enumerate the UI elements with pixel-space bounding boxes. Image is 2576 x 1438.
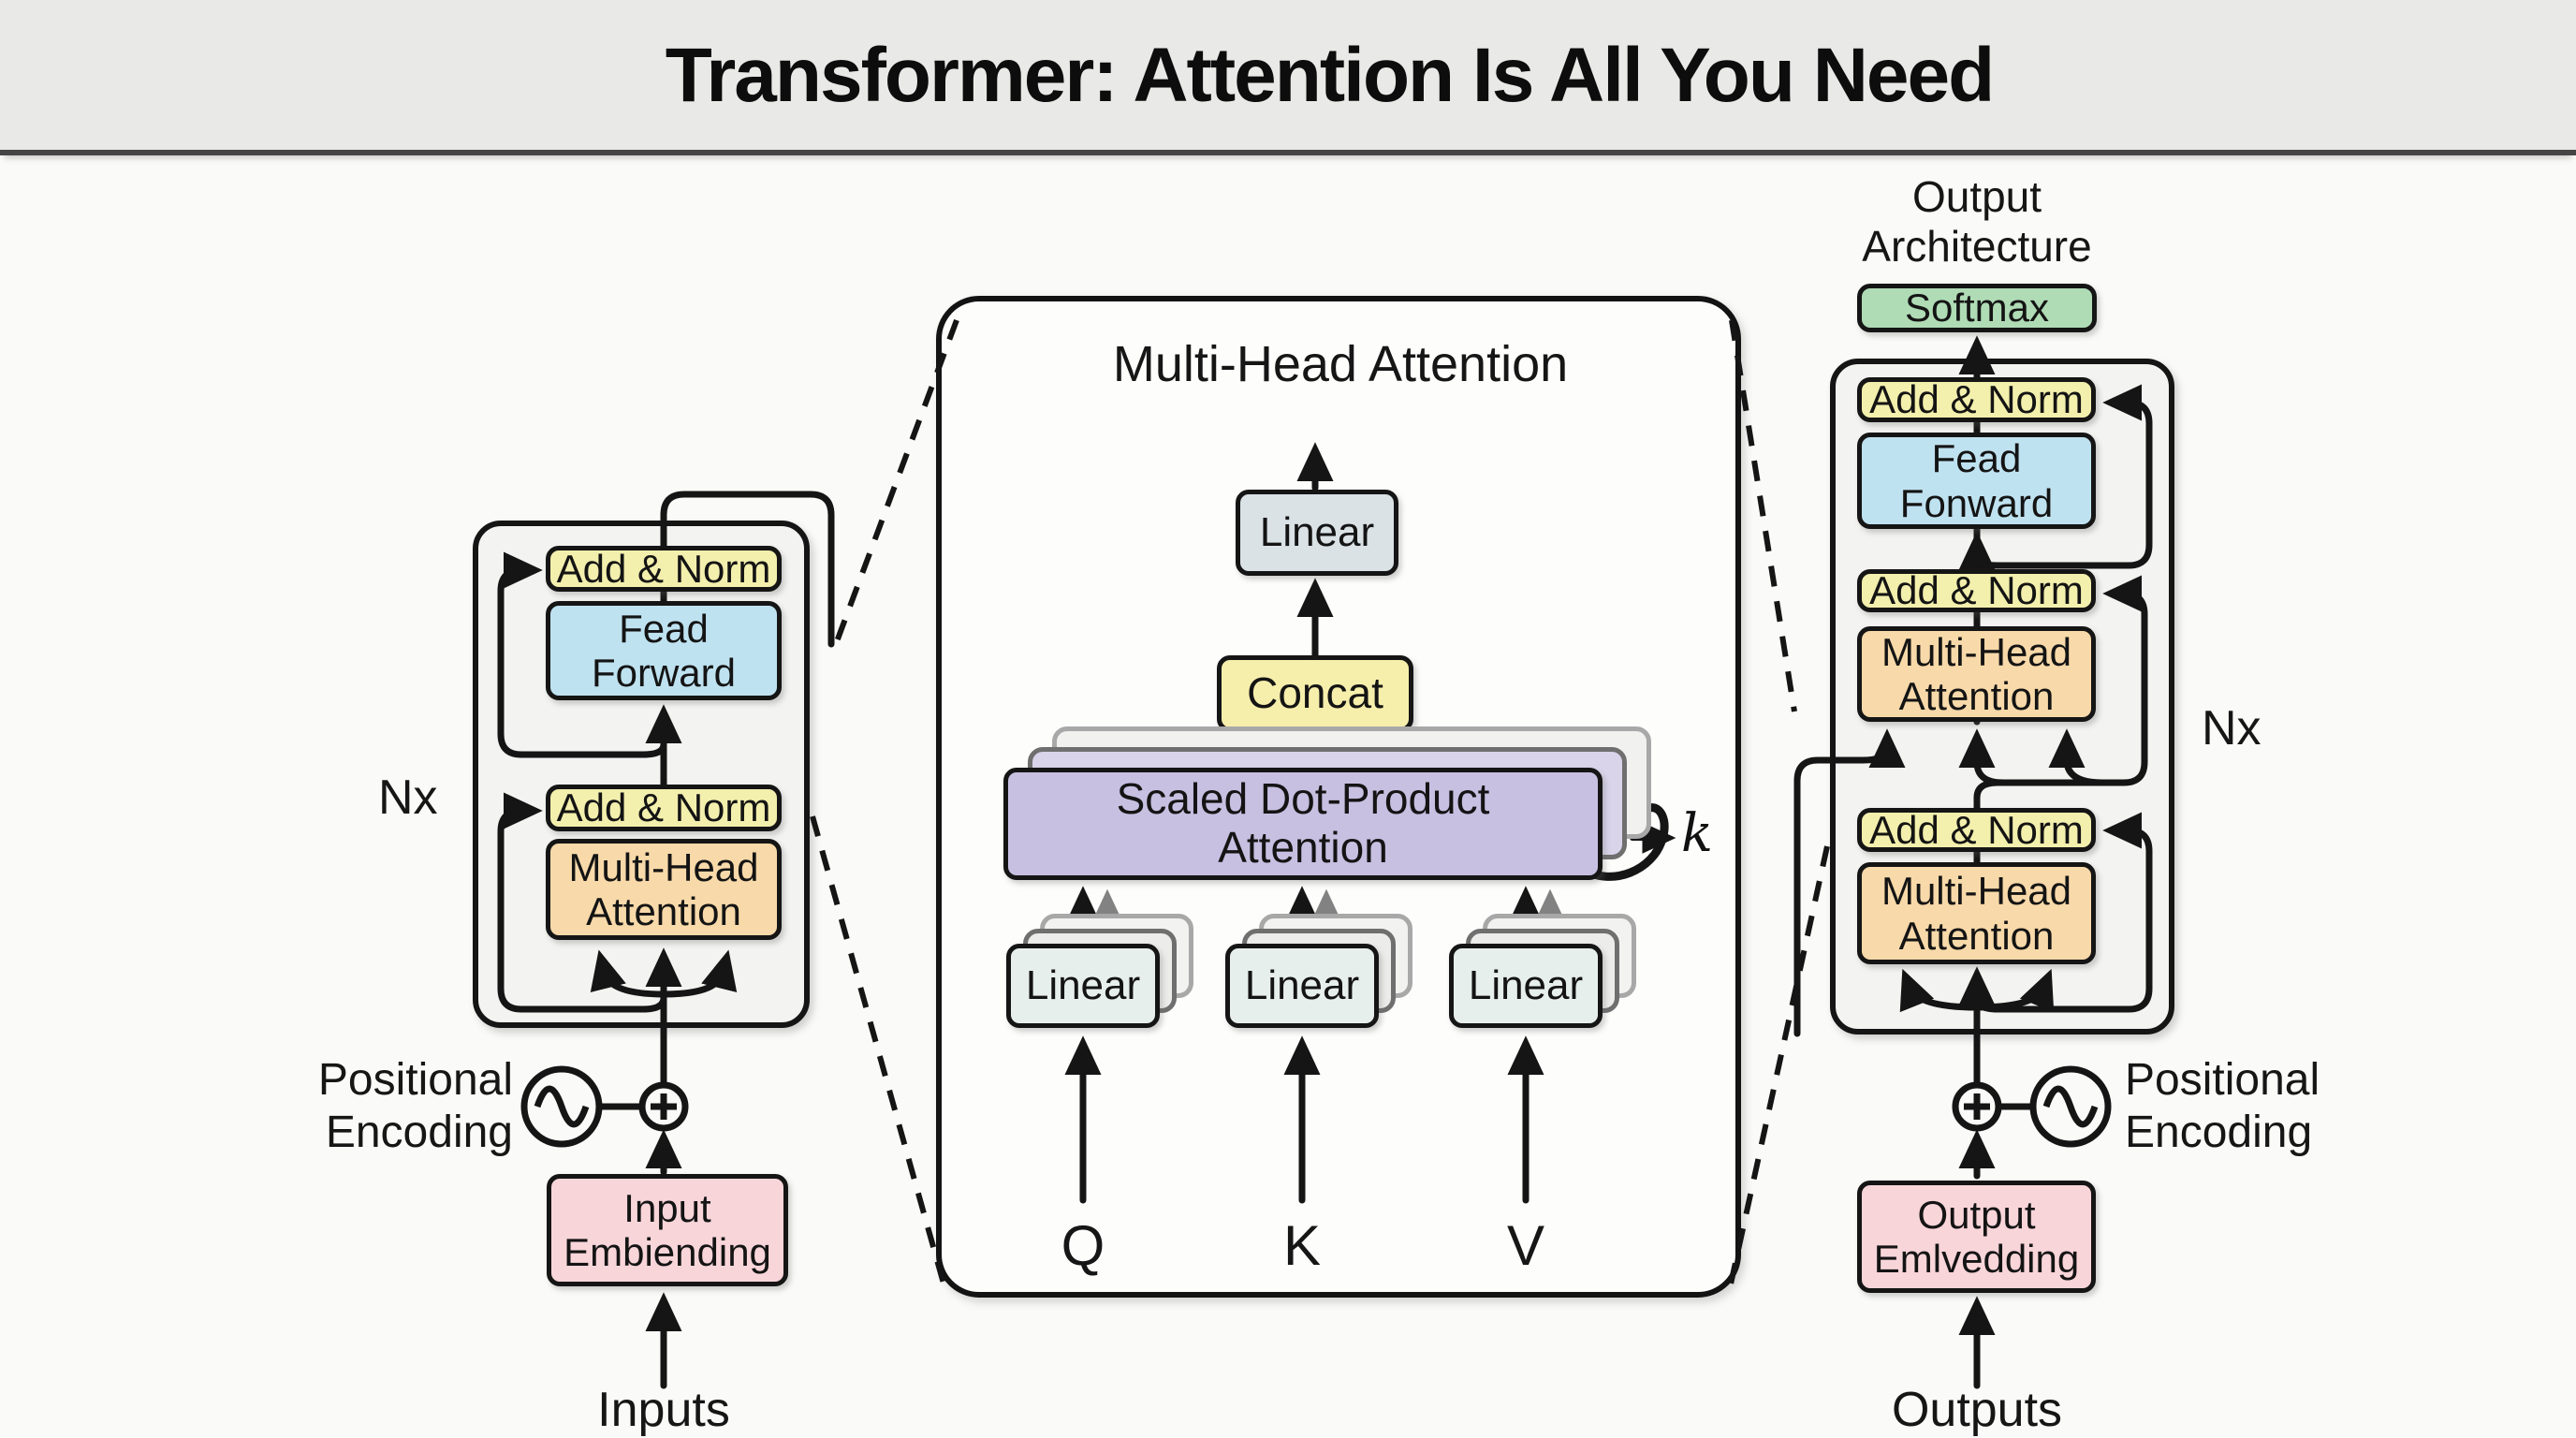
linear-k: Linear (1225, 944, 1379, 1028)
sine-wave-icon (2029, 1065, 2112, 1148)
sine-wave-icon (520, 1065, 603, 1148)
encoder-block (473, 521, 810, 1028)
panel-linear-out: Linear (1236, 490, 1398, 576)
encoder-multi-head-attention: Multi-Head Attention (546, 839, 782, 940)
panel-title: Multi-Head Attention (1112, 336, 1569, 392)
q-label: Q (1061, 1214, 1105, 1277)
output-embedding-box: Output Emlvedding (1857, 1181, 2096, 1293)
encoder-add-norm-bottom: Add & Norm (546, 785, 782, 831)
v-label: V (1506, 1214, 1545, 1277)
decoder-repeat-label: Nx (2202, 701, 2261, 756)
plus-circle-icon (1952, 1081, 2002, 1132)
decoder-add-norm-mid: Add & Norm (1857, 568, 2096, 612)
head-count-annotation: k (1681, 803, 1713, 864)
decoder-feed-forward: Fead Fonward (1857, 433, 2096, 529)
decoder-add-norm-bottom: Add & Norm (1857, 808, 2096, 852)
k-label: K (1282, 1214, 1322, 1277)
encoder-positional-encoding-label: Positional Encoding (317, 1055, 513, 1157)
encoder-repeat-label: Nx (378, 770, 438, 825)
inputs-label: Inputs (597, 1383, 730, 1437)
plus-circle-icon (638, 1081, 689, 1132)
decoder-section-label: Output Architecture (1862, 172, 2092, 271)
linear-q: Linear (1006, 944, 1160, 1028)
outputs-label: Outputs (1891, 1383, 2063, 1437)
scaled-dot-product-attention: Scaled Dot-Product Attention (1003, 768, 1603, 880)
decoder-softmax: Softmax (1857, 284, 2097, 332)
header-bar: Transformer: Attention Is All You Need (0, 0, 2576, 155)
decoder-multi-head-attention-bottom: Multi-Head Attention (1857, 862, 2096, 964)
decoder-positional-encoding-label: Positional Encoding (2125, 1055, 2320, 1157)
linear-v: Linear (1449, 944, 1603, 1028)
decoder-add-norm-top: Add & Norm (1857, 377, 2096, 422)
encoder-feed-forward: Fead Forward (546, 601, 782, 700)
page-title: Transformer: Attention Is All You Need (665, 33, 1995, 118)
input-embedding-box: Input Embiending (547, 1174, 788, 1286)
panel-concat: Concat (1217, 655, 1413, 732)
decoder-multi-head-attention-mid: Multi-Head Attention (1857, 626, 2096, 722)
encoder-add-norm-top: Add & Norm (546, 546, 782, 592)
